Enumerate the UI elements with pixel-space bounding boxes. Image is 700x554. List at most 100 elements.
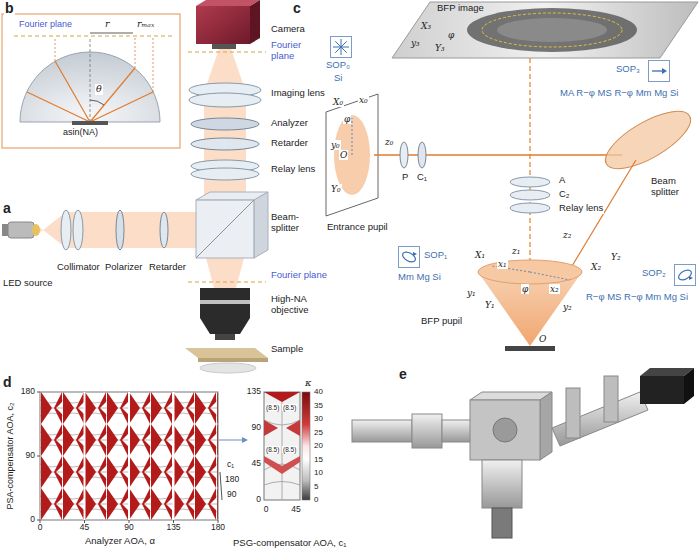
instrument-render-part <box>470 392 552 400</box>
schematic-label: y₀ <box>330 140 341 150</box>
condition-number-map-part <box>128 392 130 520</box>
polarization-path-schematic-part <box>326 94 378 216</box>
schematic-label: z₁ <box>511 246 521 256</box>
sop-icon-mark <box>649 61 670 82</box>
axis-tick: 90 <box>251 423 262 433</box>
colorbar-tick: 35 <box>313 401 324 410</box>
condition-number-map-part <box>219 440 244 441</box>
polarization-path-schematic-part <box>467 8 637 52</box>
colorbar-tick: 5 <box>313 482 319 491</box>
polarization-path-schematic <box>326 2 699 351</box>
axis-tick: 45 <box>79 523 90 533</box>
condition-number-map-part <box>286 420 300 436</box>
instrument-render-part <box>540 392 552 460</box>
instrument-render-part <box>492 508 512 538</box>
microscope-illustration-part <box>215 334 235 340</box>
inset-label: r <box>104 19 111 30</box>
axis-tick: 180 <box>210 523 226 533</box>
schematic-label: Relay lens <box>558 203 604 214</box>
schematic-label: x₀ <box>358 95 369 105</box>
instrument-render-part <box>493 418 517 442</box>
condition-number-map-part <box>173 392 175 520</box>
schematic-label: Y₃ <box>434 43 446 53</box>
sop-box: SOP₂R−φ MS R−φ Mm Mg Si <box>586 264 696 303</box>
sop-icon-mark <box>341 39 342 47</box>
sop-icon <box>330 36 352 58</box>
instrument-render-part <box>604 376 618 422</box>
sop-icon-mark <box>677 268 693 282</box>
axis-tick: 45 <box>290 505 301 515</box>
instrument-render-part <box>352 420 412 442</box>
polarization-path-schematic-part <box>400 142 408 168</box>
fourier-inset-part <box>55 61 90 122</box>
part-label: Camera <box>270 24 306 35</box>
microscope-illustration-part <box>188 281 266 282</box>
microscope-illustration-part <box>200 363 256 373</box>
polarization-path-schematic-part <box>334 115 370 195</box>
polarization-path-schematic-part <box>530 272 570 280</box>
condition-number-map-part <box>242 437 248 443</box>
schematic-label: y₃ <box>410 38 421 48</box>
sop-label: SOP₃ <box>616 64 640 75</box>
microscope-illustration-part <box>73 210 83 250</box>
sop-icon-mark <box>341 47 347 53</box>
axis-tick: 0 <box>263 505 270 515</box>
part-label: Analyzer <box>270 118 309 129</box>
axis-tick: 135 <box>165 523 181 533</box>
polarization-path-schematic-part <box>392 2 698 58</box>
sop-formula: Mm Mg Si <box>398 272 441 283</box>
instrument-render-part <box>566 388 580 438</box>
microscope-illustration-part <box>200 288 250 334</box>
sop-formula: Si <box>334 73 342 84</box>
schematic-label: C₂ <box>558 189 571 200</box>
sop-box: SOP₀ Si <box>326 36 352 84</box>
axis-tick: 90 <box>226 490 237 500</box>
polarization-path-schematic-part <box>510 177 550 187</box>
part-label: Fourier plane <box>270 40 316 62</box>
panel-letter: b <box>4 0 15 16</box>
part-label: High-NA objective <box>270 294 322 316</box>
schematic-label: X₁ <box>474 250 486 260</box>
instrument-render-part <box>640 376 684 404</box>
schematic-label: C₁ <box>416 172 428 183</box>
inset-label: Fourier plane <box>18 19 73 29</box>
part-label: Relay lens <box>270 164 316 175</box>
sop-label: SOP₀ <box>326 60 350 71</box>
microscope-illustration-part <box>61 210 71 250</box>
condition-number-map-part <box>264 456 300 474</box>
axis-tick: 90 <box>25 451 36 461</box>
schematic-label: x₁ <box>497 259 508 269</box>
fourier-inset-part <box>72 121 108 125</box>
condition-number-map-part <box>84 392 86 520</box>
sop-icon-mark <box>341 47 342 55</box>
microscope-illustration <box>2 0 268 373</box>
sop-icon-mark <box>689 276 693 280</box>
instrument-render-part <box>442 420 472 442</box>
polarization-path-schematic-part <box>510 203 550 213</box>
polarization-path-schematic-part <box>482 13 622 47</box>
polarization-path-schematic-part <box>478 260 582 284</box>
fourier-inset <box>2 14 180 148</box>
condition-number-map-part <box>37 392 218 523</box>
polarization-path-schematic-part <box>529 58 530 262</box>
sop-box: SOP₁Mm Mg Si <box>398 246 448 283</box>
condition-number-map-part <box>302 392 310 500</box>
colorbar-tick: 30 <box>313 414 324 423</box>
sop-icon-mark <box>662 68 667 74</box>
schematic-label: BFP pupil <box>420 316 463 327</box>
fourier-inset-part <box>135 38 136 68</box>
fourier-inset-part <box>90 33 133 34</box>
fourier-inset-part <box>55 38 56 61</box>
axis-tick: 0 <box>29 515 36 525</box>
microscope-illustration-part <box>196 200 254 258</box>
schematic-label: O <box>538 334 547 344</box>
schematic-label: y₁ <box>466 288 477 298</box>
schematic-label: X₂ <box>590 262 602 272</box>
axis-tick: 180 <box>20 387 36 397</box>
axis-tick: 0 <box>255 495 262 505</box>
axis-tick: 0 <box>37 523 44 533</box>
part-label: Retarder <box>270 138 309 149</box>
polarization-path-schematic-part <box>510 190 550 200</box>
schematic-label: A <box>558 175 566 186</box>
